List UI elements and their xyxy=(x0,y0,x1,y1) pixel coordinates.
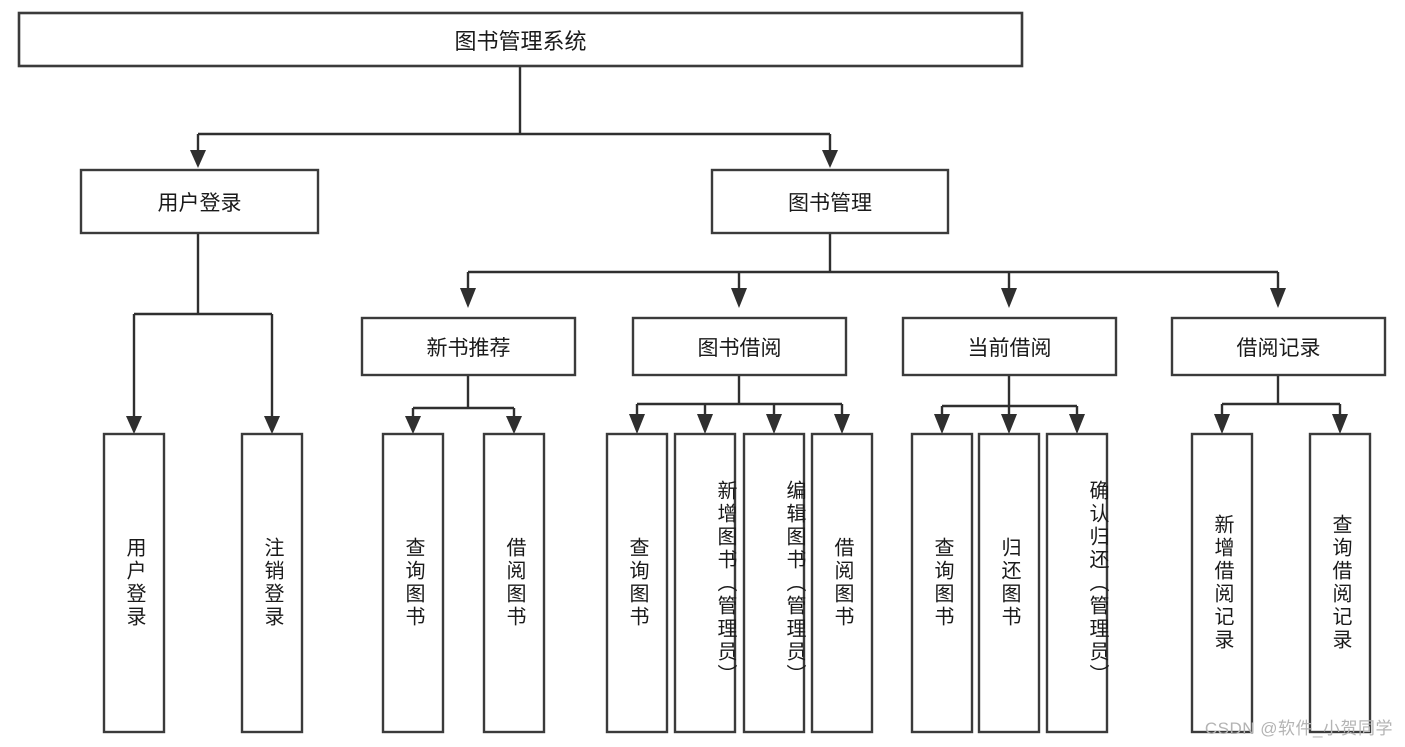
node-box-book-borrow[interactable] xyxy=(631,316,848,377)
connector-root-to-level2 xyxy=(190,66,838,168)
node-box-leaf-edit-book[interactable] xyxy=(742,432,806,734)
arrow-head-icon xyxy=(1332,414,1348,434)
arrow-head-icon xyxy=(629,414,645,434)
node-box-leaf-return-book[interactable] xyxy=(977,432,1041,734)
node-box-new-book-recommend[interactable] xyxy=(360,316,577,377)
node-box-current-borrow[interactable] xyxy=(901,316,1118,377)
arrow-head-icon xyxy=(1001,288,1017,308)
arrow-head-icon xyxy=(1214,414,1230,434)
node-box-leaf-query-book-3[interactable] xyxy=(910,432,974,734)
arrow-head-icon xyxy=(264,416,280,434)
arrow-head-icon xyxy=(1270,288,1286,308)
node-box-leaf-query-book-1[interactable] xyxy=(381,432,445,734)
node-box-leaf-borrow-book-1[interactable] xyxy=(482,432,546,734)
connector-newbook-to-leaves xyxy=(405,375,522,434)
node-box-root[interactable] xyxy=(17,11,1024,68)
csdn-watermark: CSDN @软件_小贺同学 xyxy=(1204,719,1393,738)
arrow-head-icon xyxy=(190,150,206,168)
arrow-head-icon xyxy=(934,414,950,434)
arrow-head-icon xyxy=(766,414,782,434)
node-box-user-login[interactable] xyxy=(79,168,320,235)
arrow-head-icon xyxy=(822,150,838,168)
connector-currentborrow-to-leaves xyxy=(934,375,1085,434)
connector-borrowrecord-to-leaves xyxy=(1214,375,1348,434)
connector-bookmanage-to-level3 xyxy=(460,233,1286,308)
arrow-head-icon xyxy=(697,414,713,434)
node-box-leaf-add-record[interactable] xyxy=(1190,432,1254,734)
arrow-head-icon xyxy=(405,416,421,434)
arrow-head-icon xyxy=(1001,414,1017,434)
arrow-head-icon xyxy=(506,416,522,434)
node-box-leaf-add-book[interactable] xyxy=(673,432,737,734)
arrow-head-icon xyxy=(460,288,476,308)
connector-bookborrow-to-leaves xyxy=(629,375,850,434)
node-box-leaf-user-login[interactable] xyxy=(102,432,166,734)
connector-userlogin-to-leaves xyxy=(126,233,280,434)
arrow-head-icon xyxy=(834,414,850,434)
arrow-head-icon xyxy=(126,416,142,434)
node-box-leaf-query-book-2[interactable] xyxy=(605,432,669,734)
node-box-leaf-borrow-book-2[interactable] xyxy=(810,432,874,734)
node-box-leaf-query-record[interactable] xyxy=(1308,432,1372,734)
node-box-leaf-confirm-return[interactable] xyxy=(1045,432,1109,734)
arrow-head-icon xyxy=(731,288,747,308)
node-box-leaf-logout-login[interactable] xyxy=(240,432,304,734)
node-box-book-manage[interactable] xyxy=(710,168,950,235)
node-box-borrow-record[interactable] xyxy=(1170,316,1387,377)
arrow-head-icon xyxy=(1069,414,1085,434)
